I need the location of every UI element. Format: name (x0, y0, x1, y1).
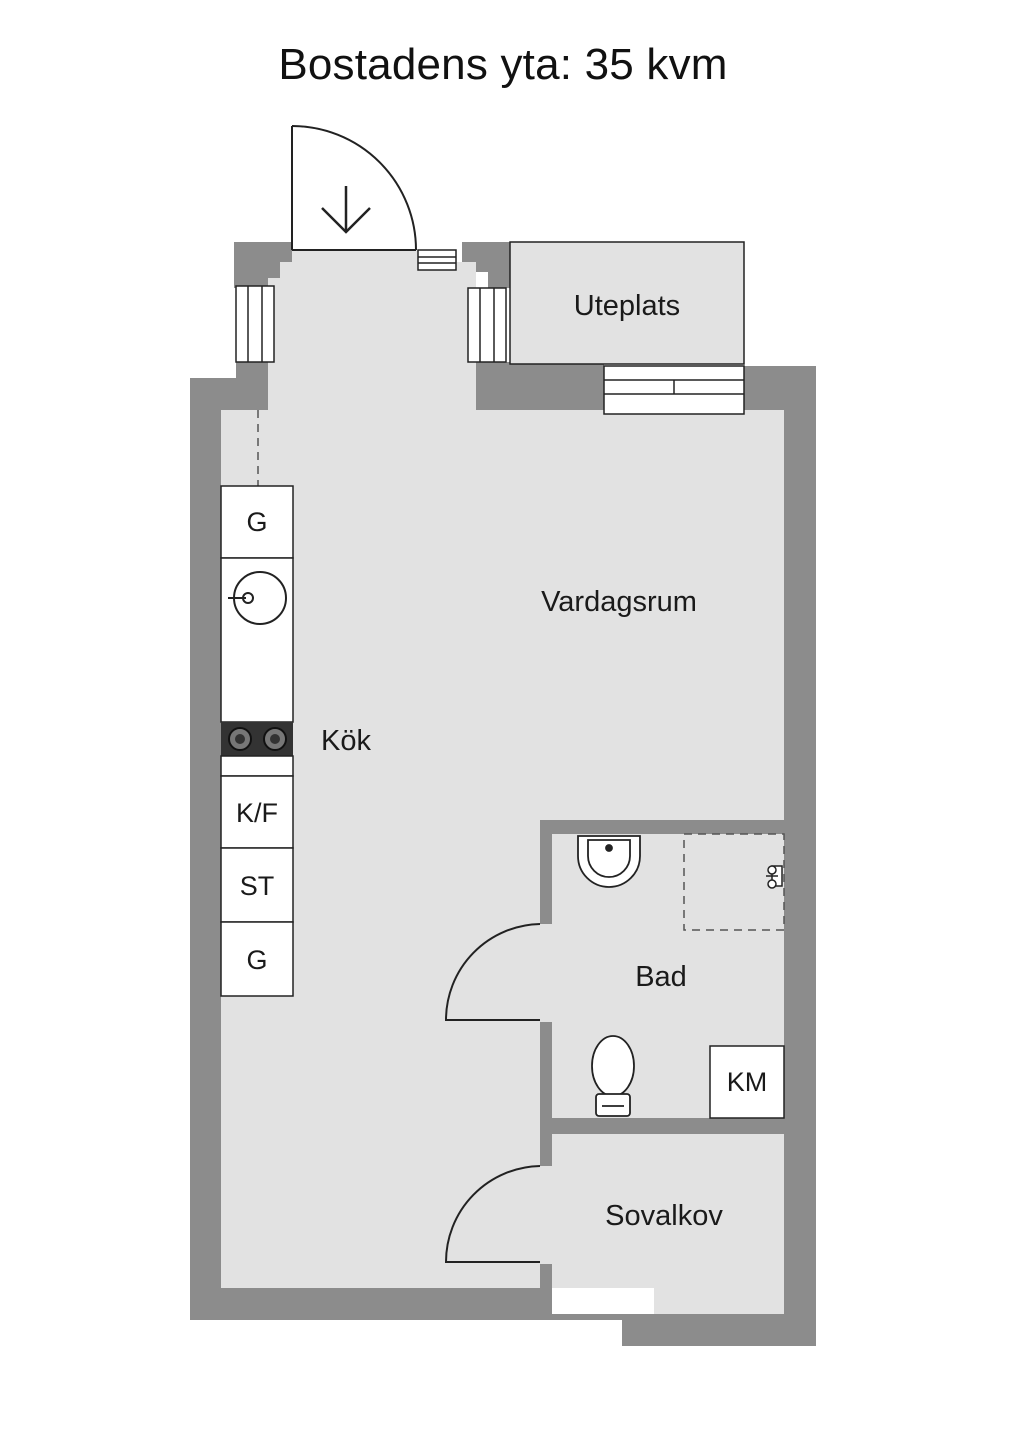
window-entry-left (235, 285, 275, 363)
room-label-vardagsrum: Vardagsrum (541, 586, 697, 618)
alcove-wall-stub (540, 1264, 552, 1288)
floor-alcove-bottom (552, 1288, 654, 1314)
washbasin-icon (577, 835, 641, 888)
bath-door-gap (540, 924, 552, 1022)
sink-icon (228, 571, 287, 625)
room-labels: Uteplats Vardagsrum Kök Bad Sovalkov (321, 290, 723, 1232)
exterior-walls (190, 242, 816, 1346)
bath-door-swing (444, 923, 541, 1021)
stove-icon (221, 722, 293, 756)
window-entry-right (467, 287, 507, 363)
kitchen-sink-cabinet (220, 557, 294, 723)
shower-area (683, 833, 785, 931)
plan-title: Bostadens yta: 35 kvm (278, 40, 728, 89)
kitchen-label-st: ST (240, 871, 275, 901)
kitchen-label-g-bottom: G (246, 945, 267, 975)
room-label-sovalkov: Sovalkov (605, 1200, 723, 1232)
kitchen-g-top (220, 485, 294, 559)
window-patio (603, 365, 745, 415)
window-entry-door-side (417, 249, 457, 271)
floor-main (221, 250, 784, 1288)
windows (235, 249, 745, 415)
kitchen-g-bottom (220, 921, 294, 997)
appliance-labels: G K/F ST G KM (236, 507, 767, 1097)
wall-entry-right (462, 242, 510, 288)
arrow-down-icon (321, 186, 371, 234)
room-label-bad: Bad (635, 961, 687, 993)
kitchen-counter (220, 485, 294, 997)
interior-walls (540, 820, 784, 1288)
washing-machine (709, 1045, 785, 1119)
entrance-door (291, 125, 417, 251)
floor-alcove (552, 1134, 784, 1314)
floor-patio (509, 241, 745, 365)
interior-doors (444, 923, 541, 1263)
shower-icon (766, 865, 783, 889)
alcove-door-gap (540, 1166, 552, 1264)
kitchen-counter-segment (220, 755, 294, 777)
room-label-uteplats: Uteplats (574, 290, 680, 322)
wall-patio-corner (476, 362, 604, 410)
alcove-door-swing (444, 1165, 541, 1263)
bathroom-fixtures (577, 833, 785, 1119)
kitchen-kf (220, 775, 294, 849)
entrance-door-swing (291, 125, 417, 251)
bath-label-km: KM (727, 1067, 768, 1097)
toilet-icon (591, 1035, 635, 1117)
wall-entry-left (234, 242, 292, 288)
kitchen-st (220, 847, 294, 923)
kitchen-label-g-top: G (246, 507, 267, 537)
room-label-kok: Kök (321, 725, 371, 757)
kitchen-label-kf: K/F (236, 798, 278, 828)
